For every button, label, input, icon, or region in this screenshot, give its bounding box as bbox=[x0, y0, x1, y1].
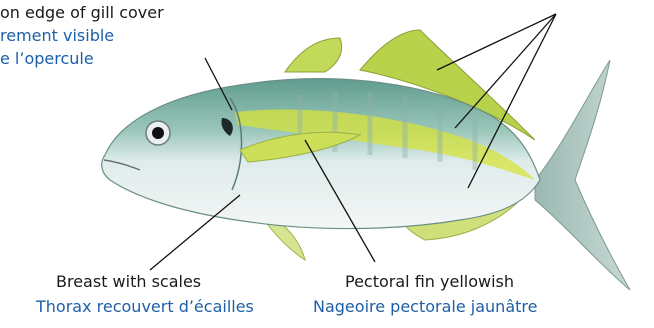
dorsal-fin-spiny bbox=[285, 38, 342, 72]
label-gill-en: on edge of gill cover bbox=[0, 3, 164, 23]
label-breast-fr: Thorax recouvert d’écailles bbox=[36, 297, 254, 317]
label-breast-en: Breast with scales bbox=[56, 272, 201, 292]
pupil bbox=[152, 127, 164, 139]
label-pectoral-fr: Nageoire pectorale jaunâtre bbox=[313, 297, 537, 317]
label-gill-fr-line1: rement visible bbox=[0, 26, 114, 46]
label-pectoral-en: Pectoral fin yellowish bbox=[345, 272, 514, 292]
caudal-fin bbox=[535, 60, 630, 290]
label-gill-fr-line2: e l’opercule bbox=[0, 49, 94, 69]
